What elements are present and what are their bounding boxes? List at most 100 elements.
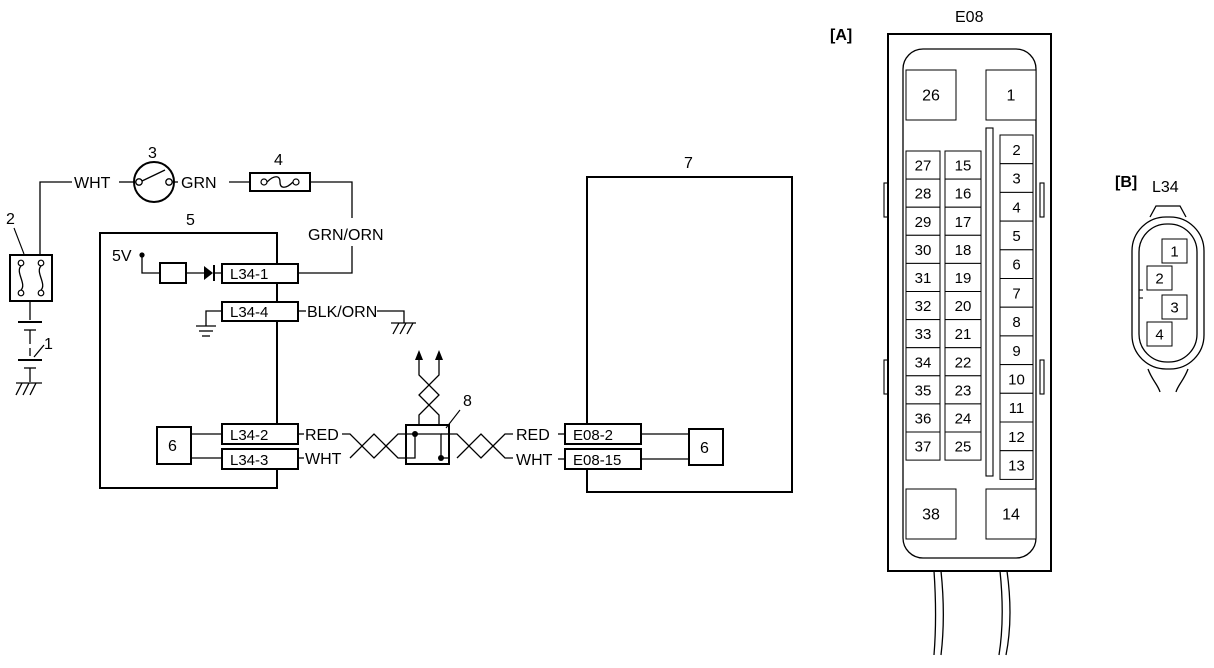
svg-text:28: 28 [915,186,932,203]
e08-pin-29: 29 [905,206,941,236]
wire-label-wht-top: WHT [74,175,111,192]
e08-pin-13: 13 [999,450,1034,480]
svg-text:30: 30 [915,242,932,259]
svg-text:8: 8 [1012,314,1020,331]
e08-pin-14: 14 [985,488,1037,540]
wire-label-red-left: RED [305,427,339,444]
control-module-5 [99,232,278,489]
e08-pin-23: 23 [944,375,982,405]
connector-label-l34-4: L34-4 [230,304,268,321]
svg-text:7: 7 [1012,285,1020,302]
e08-pin-28: 28 [905,178,941,208]
svg-text:20: 20 [955,298,972,315]
svg-text:3: 3 [1012,171,1020,188]
svg-text:3: 3 [1170,300,1178,317]
l34-pin-1: 1 [1161,238,1188,264]
callout-6-right: 6 [700,440,709,457]
control-module-7 [586,176,793,493]
e08-pin-8: 8 [999,306,1034,337]
main-fuse-box [9,254,53,302]
svg-text:29: 29 [915,214,932,231]
l34-pin-4: 4 [1146,321,1173,347]
svg-text:1: 1 [1170,244,1178,261]
e08-pin-6: 6 [999,249,1034,280]
callout-1: 1 [44,336,53,353]
wire-label-wht-right: WHT [516,452,553,469]
e08-pin-2: 2 [999,134,1034,165]
e08-pin-7: 7 [999,278,1034,308]
svg-text:9: 9 [1012,343,1020,360]
resistor [159,262,187,284]
connector-e08-face [883,33,1052,656]
e08-pin-32: 32 [905,291,941,321]
wire-label-grn-orn: GRN/ORN [308,227,384,244]
connector-l34-1 [221,263,299,284]
e08-pin-1: 1 [985,69,1037,121]
e08-pin-36: 36 [905,403,941,433]
ground-symbol-battery [15,382,42,396]
wire-label-red-right: RED [516,427,550,444]
callout-2: 2 [6,211,15,228]
svg-text:21: 21 [955,326,972,343]
svg-text:14: 14 [1002,507,1020,524]
svg-text:31: 31 [915,270,932,287]
svg-text:4: 4 [1012,199,1020,216]
voltage-label-5v: 5V [112,248,132,265]
svg-text:27: 27 [915,158,932,175]
connector-label-l34-3: L34-3 [230,452,268,469]
twisted-pair-upward [415,350,443,425]
svg-text:38: 38 [922,507,940,524]
e08-pin-35: 35 [905,375,941,405]
svg-text:26: 26 [922,88,940,105]
svg-text:5: 5 [1012,228,1020,245]
e08-pin-25: 25 [944,431,982,461]
connector-a-tag: [A] [830,27,852,44]
svg-text:15: 15 [955,158,972,175]
wire-label-grn: GRN [181,175,217,192]
l34-pin-2: 2 [1146,265,1173,291]
svg-text:24: 24 [955,410,972,427]
connector-label-e08-2: E08-2 [573,427,613,444]
svg-text:25: 25 [955,439,972,456]
e08-pin-21: 21 [944,319,982,349]
svg-text:33: 33 [915,326,932,343]
e08-pin-37: 37 [905,431,941,461]
joint-connector-8 [405,424,450,465]
e08-pin-26: 26 [905,69,957,121]
svg-text:1: 1 [1007,88,1016,105]
svg-text:22: 22 [955,354,972,371]
e08-pin-31: 31 [905,262,941,292]
e08-pin-16: 16 [944,178,982,208]
e08-pin-38: 38 [905,488,957,540]
component-6-left [156,426,192,465]
diode-symbol [204,265,215,281]
e08-pin-30: 30 [905,234,941,264]
svg-text:36: 36 [915,410,932,427]
e08-pin-27: 27 [905,150,941,180]
e08-pin-19: 19 [944,262,982,292]
component-6-right [688,428,724,466]
callout-6-left: 6 [168,438,177,455]
svg-text:19: 19 [955,270,972,287]
svg-text:6: 6 [1012,257,1020,274]
wire-label-wht-left: WHT [305,451,342,468]
e08-pin-20: 20 [944,291,982,321]
battery-symbol [18,300,45,382]
e08-pin-24: 24 [944,403,982,433]
e08-pin-34: 34 [905,347,941,377]
twisted-pair-right [449,433,513,459]
connector-l34-3 [221,448,299,470]
e08-pin-3: 3 [999,163,1034,193]
callout-7: 7 [684,155,693,172]
svg-text:18: 18 [955,242,972,259]
e08-pin-4: 4 [999,191,1034,222]
wire-label-blk-orn: BLK/ORN [307,304,377,321]
svg-text:16: 16 [955,186,972,203]
callout-3: 3 [148,145,157,162]
svg-text:23: 23 [955,382,972,399]
e08-pin-18: 18 [944,234,982,264]
e08-pin-5: 5 [999,220,1034,251]
svg-text:11: 11 [1009,400,1025,417]
svg-text:32: 32 [915,298,932,315]
connector-l34-face [1131,205,1205,393]
